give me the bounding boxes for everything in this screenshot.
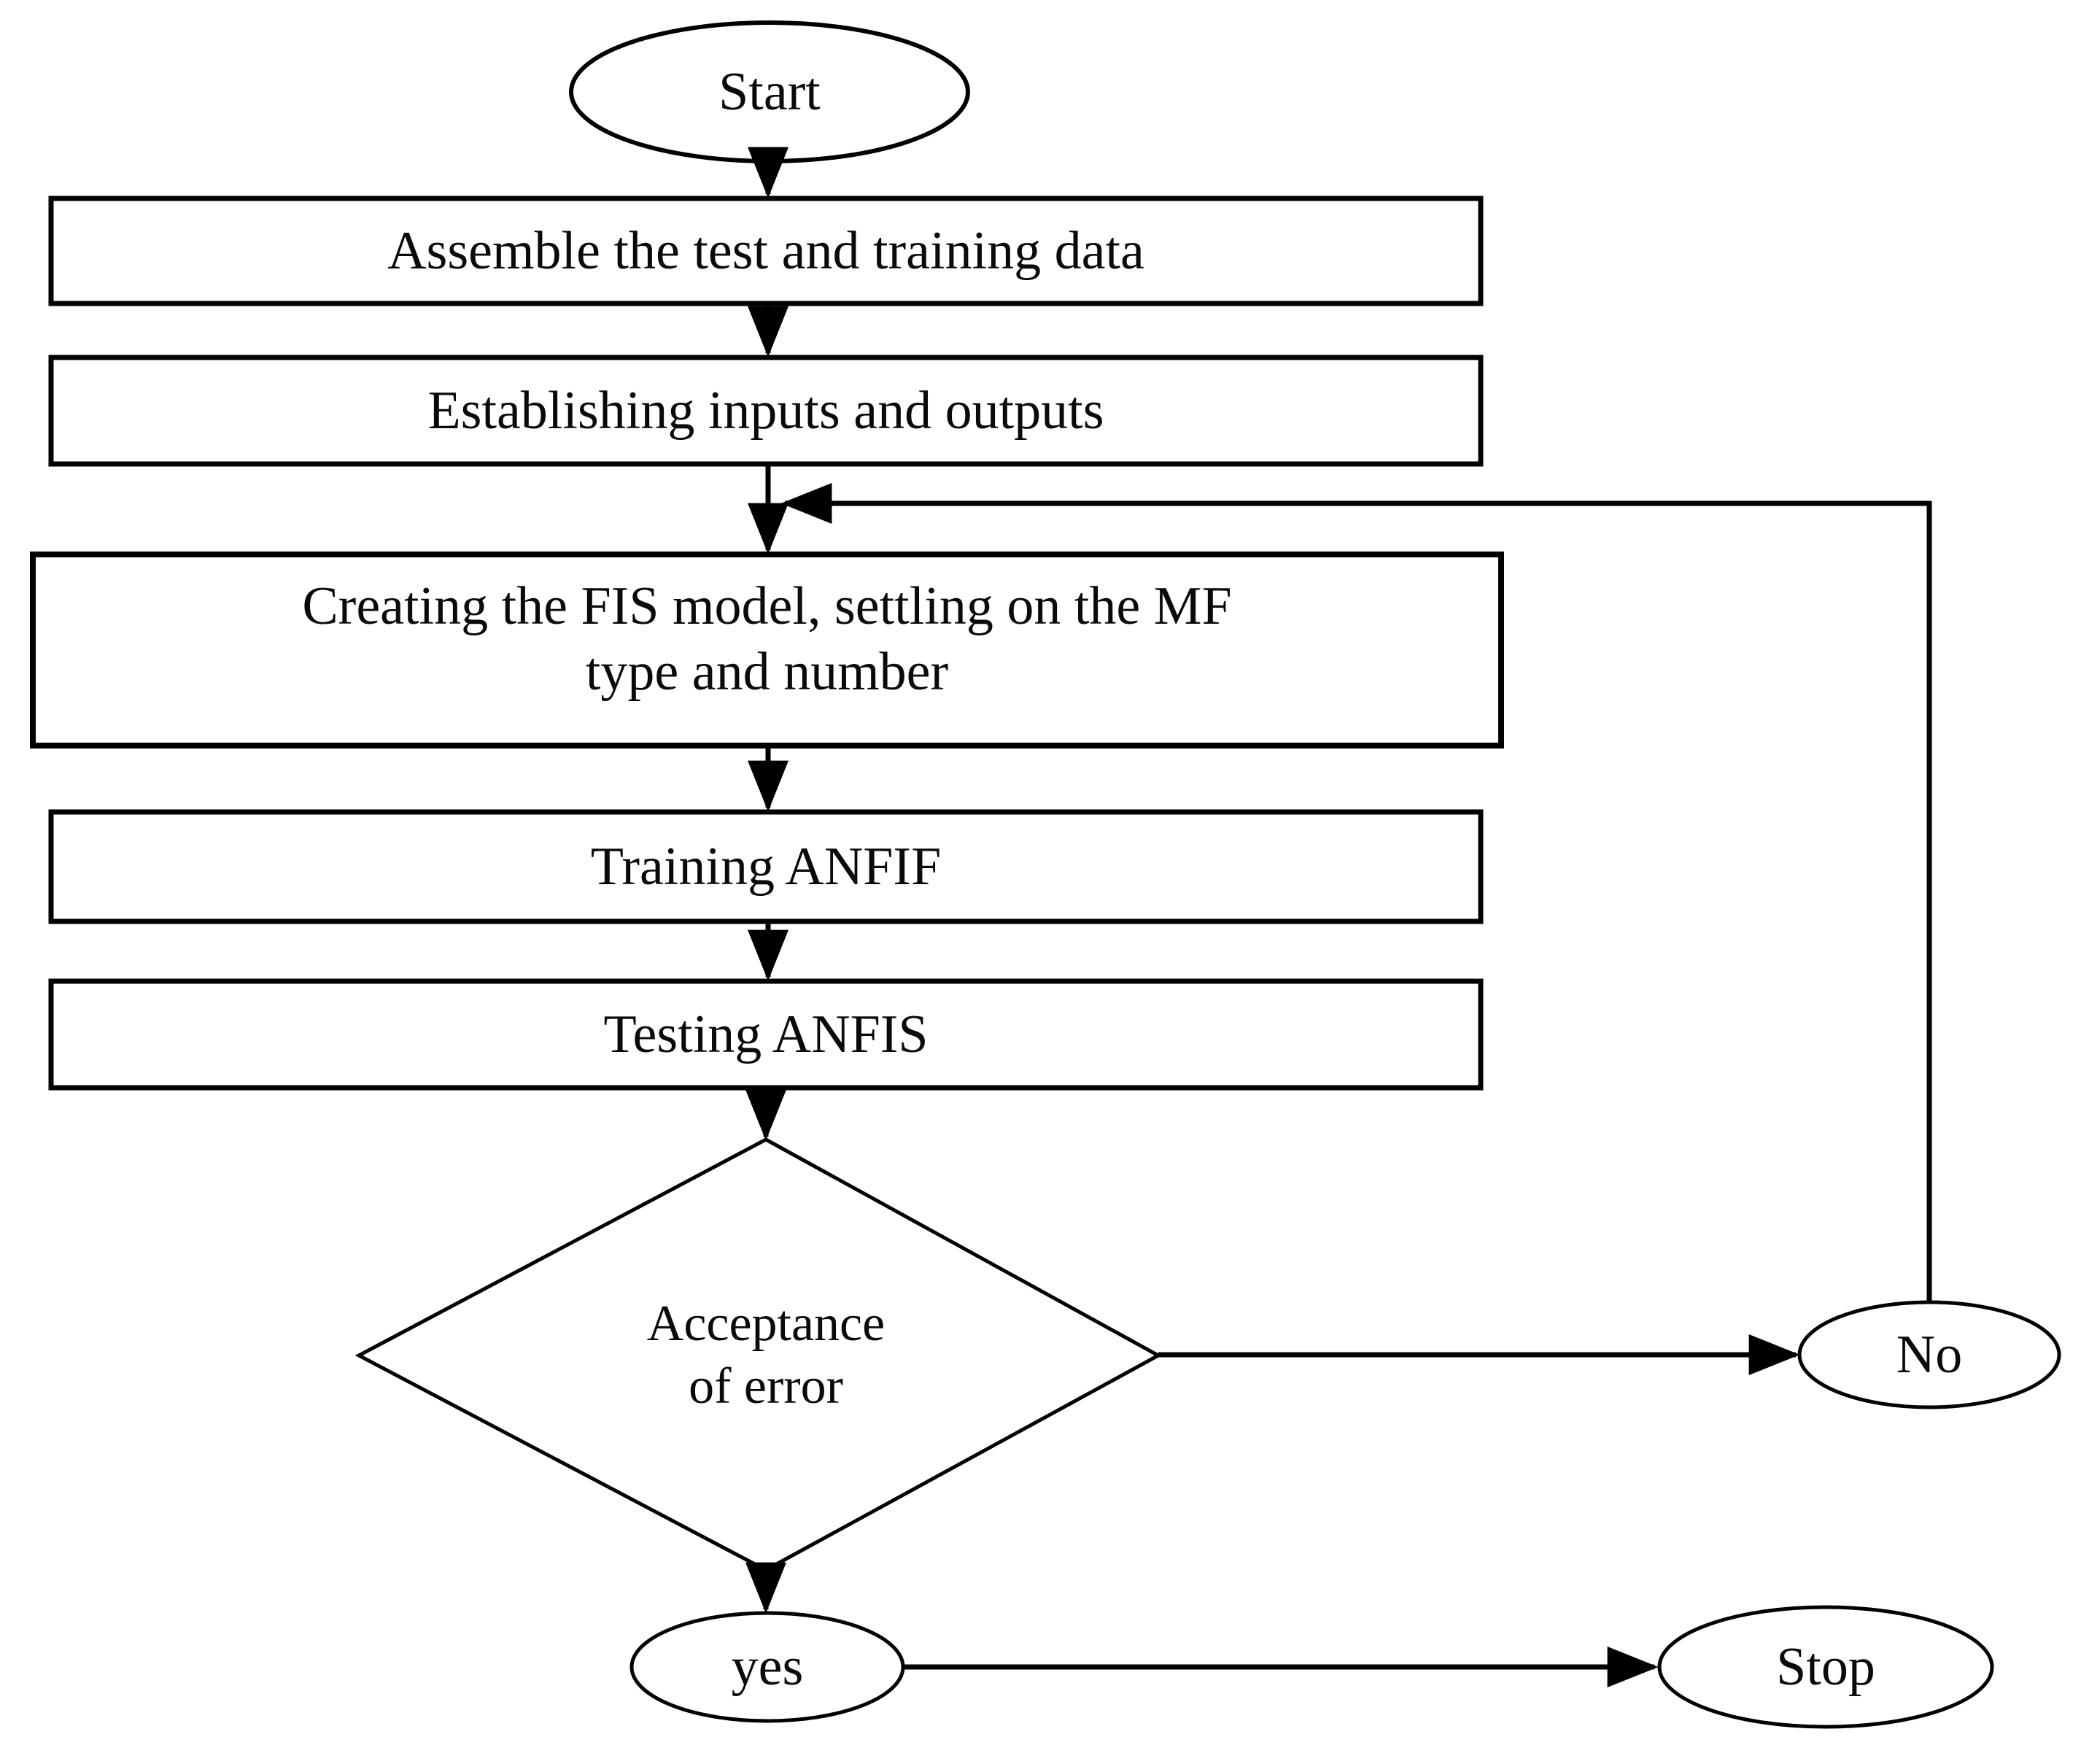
node-train-shape[interactable] <box>48 809 1484 924</box>
node-test-shape[interactable] <box>48 978 1484 1091</box>
node-establish-shape[interactable] <box>48 355 1484 467</box>
node-yes-shape[interactable] <box>629 1611 905 1723</box>
node-decision-shape[interactable] <box>354 1137 1163 1572</box>
node-no-shape[interactable] <box>1797 1300 2061 1409</box>
node-start-shape[interactable] <box>569 20 970 163</box>
node-assemble-shape[interactable] <box>48 196 1484 306</box>
node-create-fis-shape[interactable] <box>30 552 1504 748</box>
node-stop-shape[interactable] <box>1657 1605 1994 1729</box>
edge-no-to-create-fis-feedback <box>780 483 1932 1302</box>
